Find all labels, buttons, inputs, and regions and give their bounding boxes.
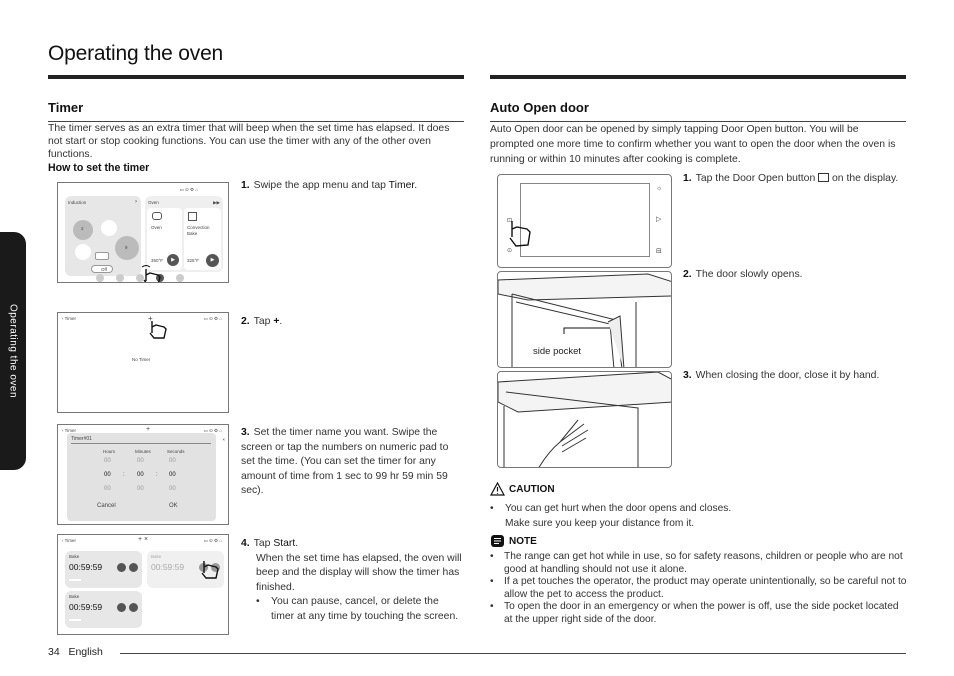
play-icon[interactable]: ▶ bbox=[167, 254, 179, 266]
screenshot-set-timer: ‹ Timer + ▭ ⊙ ⚙ ⌂ Timer#01 Hours Minutes… bbox=[57, 424, 229, 525]
oven-mode-tile[interactable]: Oven 350°F ▶ bbox=[147, 208, 182, 270]
cancel-timer-button[interactable] bbox=[117, 603, 126, 612]
status-icons: ▭ ⊙ ⚙ ⌂ bbox=[203, 428, 222, 433]
auto-open-heading: Auto Open door bbox=[490, 100, 589, 115]
app-icon[interactable] bbox=[176, 274, 184, 282]
note-icon bbox=[491, 535, 504, 547]
screenshot-no-timer: ‹ Timer + ▭ ⊙ ⚙ ⌂ No Timer bbox=[57, 312, 229, 413]
add-timer-button[interactable]: + bbox=[148, 314, 153, 323]
hours-picker[interactable]: 00 bbox=[104, 472, 111, 478]
door-closing-illustration bbox=[497, 371, 672, 468]
note-heading: NOTE bbox=[490, 534, 537, 548]
auto-open-step-2: 2.The door slowly opens. bbox=[683, 269, 803, 280]
title-rule-right bbox=[490, 75, 906, 79]
induction-card[interactable]: Induction › 2 9 Off bbox=[65, 196, 141, 276]
display-illustration: ☼ ▷ ⊟ ⊡ ⊙ bbox=[497, 174, 672, 268]
app-icon[interactable] bbox=[116, 274, 124, 282]
auto-open-step-3: 3.When closing the door, close it by han… bbox=[683, 370, 880, 381]
display-screen bbox=[520, 183, 650, 257]
oven-card[interactable]: Oven ▶▶ Oven 350°F ▶ Convection Bake 325… bbox=[145, 196, 223, 272]
side-tab: Operating the oven bbox=[0, 232, 26, 470]
title-rule-left bbox=[48, 75, 464, 79]
minutes-picker[interactable]: 00 bbox=[137, 472, 144, 478]
app-icon[interactable] bbox=[136, 274, 144, 282]
caution-heading: CAUTION bbox=[490, 482, 555, 496]
cooking-zone[interactable] bbox=[101, 220, 117, 236]
timer-card[interactable]: Bake 00:59:59 bbox=[65, 551, 142, 588]
cooking-zone-9[interactable]: 9 bbox=[115, 236, 139, 260]
set-timer-dialog: Timer#01 Hours Minutes Seconds 00 00 00 … bbox=[67, 433, 216, 521]
screenshot-running-timers: ‹ Timer + × ▭ ⊙ ⚙ ⌂ Bake 00:59:59 Bake 0… bbox=[57, 534, 229, 635]
status-icons: ▭ ⊙ ⚙ ⌂ bbox=[203, 316, 222, 321]
note-item: The range can get hot while in use, so f… bbox=[490, 551, 908, 576]
timer-step-4: 4.Tap Start. When the set time has elaps… bbox=[241, 538, 462, 622]
timer-heading-rule bbox=[48, 121, 464, 122]
close-icon[interactable]: × bbox=[222, 437, 225, 442]
hand-tap-icon bbox=[149, 321, 167, 339]
back-button[interactable]: ‹ Timer bbox=[62, 538, 77, 543]
back-button[interactable]: ‹ Timer bbox=[62, 428, 77, 433]
timer-step-2: 2.Tap +. bbox=[241, 316, 283, 327]
bridge-zone[interactable] bbox=[95, 252, 109, 260]
app-icon[interactable] bbox=[96, 274, 104, 282]
auto-open-heading-rule bbox=[490, 121, 906, 122]
door-opening-illustration: side pocket bbox=[497, 271, 672, 368]
timer-card[interactable]: Bake 00:59:59 bbox=[147, 551, 224, 588]
status-icons: ▭ ⊙ ⚙ ⌂ bbox=[179, 187, 198, 192]
auto-open-step-1: 1.Tap the Door Open button on the displa… bbox=[683, 173, 899, 184]
auto-open-intro: Auto Open door can be opened by simply t… bbox=[490, 124, 896, 165]
note-list: The range can get hot while in use, so f… bbox=[490, 551, 908, 626]
play-icon: ▷ bbox=[656, 216, 662, 223]
oven-icon bbox=[152, 212, 162, 220]
lock-icon: ⊟ bbox=[656, 248, 662, 255]
hand-tap-icon bbox=[509, 221, 531, 247]
timer-name-field[interactable]: Timer#01 bbox=[71, 436, 92, 442]
convection-icon bbox=[188, 212, 197, 221]
how-to-heading: How to set the timer bbox=[48, 162, 150, 174]
page-number: 34 bbox=[48, 646, 60, 658]
note-item: To open the door in an emergency or when… bbox=[490, 601, 908, 626]
screenshot-app-menu: ▭ ⊙ ⚙ ⌂ Induction › 2 9 Off Oven ▶▶ Oven… bbox=[57, 182, 229, 283]
timer-heading: Timer bbox=[48, 100, 84, 115]
timer-step-3: 3.Set the timer name you want. Swipe the… bbox=[241, 427, 449, 496]
cancel-button[interactable]: Cancel bbox=[97, 503, 116, 509]
warning-icon bbox=[490, 482, 505, 496]
cooking-zone[interactable] bbox=[75, 244, 91, 260]
page-footer: 34 English bbox=[48, 646, 103, 658]
play-icon[interactable]: ▶ bbox=[206, 254, 219, 267]
cooking-zone-2[interactable]: 2 bbox=[73, 220, 93, 240]
seconds-picker[interactable]: 00 bbox=[169, 472, 176, 478]
hand-tap-icon bbox=[141, 265, 161, 282]
timer-intro: The timer serves as an extra timer that … bbox=[48, 123, 450, 160]
back-button[interactable]: ‹ Timer bbox=[62, 316, 77, 321]
door-open-button-icon bbox=[818, 173, 830, 182]
footer-language: English bbox=[68, 646, 103, 658]
ok-button[interactable]: OK bbox=[169, 503, 178, 509]
timer-step-1: 1.Swipe the app menu and tap Timer. bbox=[241, 180, 418, 191]
footer-rule bbox=[120, 653, 906, 654]
power-toggle[interactable]: Off bbox=[91, 265, 113, 273]
hand-tap-icon bbox=[201, 561, 219, 579]
page-title: Operating the oven bbox=[48, 42, 224, 65]
cancel-timer-button[interactable] bbox=[117, 563, 126, 572]
caution-list: •You can get hurt when the door opens an… bbox=[490, 503, 732, 529]
play-pause-button[interactable] bbox=[129, 563, 138, 572]
status-icons: ▭ ⊙ ⚙ ⌂ bbox=[203, 538, 222, 543]
power-icon: ⊙ bbox=[507, 248, 513, 254]
light-icon: ☼ bbox=[656, 185, 663, 192]
convection-mode-tile[interactable]: Convection Bake 325°F ▶ bbox=[184, 208, 221, 270]
door-open-icon[interactable]: ⊡ bbox=[507, 218, 513, 224]
no-timer-text: No Timer bbox=[132, 357, 151, 362]
note-item: If a pet touches the operator, the produ… bbox=[490, 576, 908, 601]
play-pause-button[interactable] bbox=[129, 603, 138, 612]
timer-card[interactable]: Bake 00:59:59 bbox=[65, 591, 142, 628]
side-pocket-callout: side pocket bbox=[533, 346, 582, 357]
